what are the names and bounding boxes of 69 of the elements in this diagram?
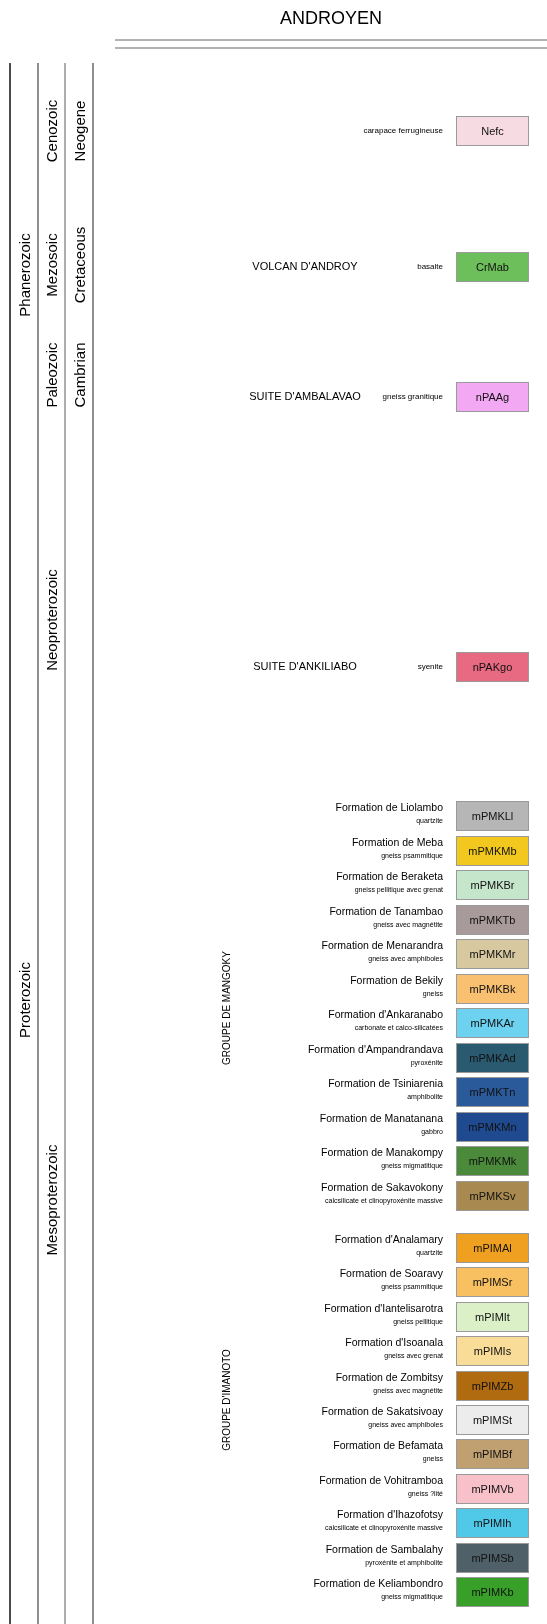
rock-type-label: gneiss granitique	[382, 392, 443, 401]
era-label: Mesoproterozoic	[42, 1144, 60, 1256]
unit-color-box: mPMKLl	[456, 801, 529, 831]
formation-name: Formation de Bekily	[350, 973, 443, 986]
formation-name: Formation de Tsiniarenia	[328, 1077, 443, 1089]
suite-name: SUITE D'ANKILIABO	[252, 660, 358, 672]
era-label: Cretaceous	[70, 226, 88, 304]
unit-color-box: mPIMIh	[456, 1508, 529, 1539]
title: ANDROYEN	[279, 8, 383, 29]
unit-color-box: mPMKTb	[456, 904, 529, 935]
unit-color-box: mPMKSv	[456, 1180, 529, 1211]
formation-name: Formation de Liolambo	[335, 801, 443, 813]
rock-type-label: syenite	[417, 662, 443, 671]
unit-color-box: mPMKAd	[456, 1042, 529, 1073]
formation-name: Formation de Soaravy	[339, 1267, 443, 1280]
formation-name: Formation de Meba	[351, 835, 443, 848]
formation-name: Formation d'Ankaranabo	[328, 1008, 443, 1020]
unit-color-box: mPIMKb	[456, 1577, 529, 1607]
unit-color-box: mPIMSt	[456, 1405, 529, 1435]
formation-name: Formation de Menarandra	[321, 939, 443, 951]
formation-name: Formation de Sakavokony	[321, 1180, 443, 1193]
unit-color-box: mPMKBr	[456, 870, 529, 900]
era-label: Mezosoic	[42, 233, 60, 297]
unit-color-box: mPIMAl	[456, 1233, 529, 1263]
suite-name: VOLCAN D'ANDROY	[251, 260, 359, 272]
unit-color-box: mPMKBk	[456, 973, 529, 1004]
formation-name: Formation d'Iantelisarotra	[324, 1301, 443, 1314]
formation-name: Formation d'Ampandrandava	[307, 1042, 443, 1055]
formation-name: Formation de Manakompy	[321, 1146, 443, 1158]
formation-name: Formation de Zombitsy	[335, 1370, 443, 1383]
rock-type-label: basalte	[417, 262, 443, 271]
formation-name: Formation de Keliambondro	[313, 1577, 443, 1589]
unit-color-box: mPIMVb	[456, 1473, 529, 1504]
unit-color-box: mPIMIs	[456, 1336, 529, 1367]
era-label: Cambrian	[70, 342, 88, 408]
unit-color-box: mPMKTn	[456, 1077, 529, 1107]
group-name: GROUPE DE MANGOKY	[220, 951, 232, 1065]
formation-name: Formation de Vohitramboa	[319, 1473, 443, 1486]
formation-name: Formation de Sakatsivoay	[321, 1405, 443, 1417]
era-label: Phanerozoic	[15, 233, 33, 317]
formation-name: Formation d'Ihazofotsy	[337, 1508, 443, 1521]
formation-name: Formation d'Analamary	[334, 1233, 443, 1245]
unit-color-box: mPIMIt	[456, 1301, 529, 1332]
formation-name: Formation de Sambalahy	[325, 1542, 443, 1555]
unit-color-box: mPIMSr	[456, 1267, 529, 1298]
unit-color-box: mPIMZb	[456, 1370, 529, 1401]
era-label: Neoproterozoic	[42, 569, 60, 671]
unit-color-box: mPMKMr	[456, 939, 529, 969]
unit-color-box: CrMab	[456, 252, 529, 282]
formation-name: Formation de Befamata	[333, 1439, 443, 1452]
rock-type-label: carapace ferrugineuse	[363, 126, 443, 135]
unit-color-box: mPMKMn	[456, 1111, 529, 1142]
formation-name: Formation de Beraketa	[336, 870, 443, 882]
formation-name: Formation de Tanambao	[329, 904, 443, 917]
era-label: Proterozoic	[15, 962, 33, 1038]
group-name: GROUPE D'IMANOTO	[220, 1349, 232, 1451]
unit-color-box: Nefc	[456, 116, 529, 146]
unit-color-box: mPMKMk	[456, 1146, 529, 1176]
unit-color-box: mPIMBf	[456, 1439, 529, 1470]
unit-color-box: nPAAg	[456, 382, 529, 412]
unit-color-box: mPMKMb	[456, 835, 529, 866]
unit-color-box: nPAKgo	[456, 652, 529, 682]
era-label: Cenozoic	[42, 99, 60, 163]
era-label: Neogene	[70, 100, 88, 162]
formation-name: Formation d'Isoanala	[345, 1336, 443, 1349]
formation-name: Formation de Manatanana	[319, 1111, 443, 1124]
unit-color-box: mPIMSb	[456, 1542, 529, 1573]
era-label: Paleozoic	[42, 342, 60, 408]
unit-color-box: mPMKAr	[456, 1008, 529, 1038]
